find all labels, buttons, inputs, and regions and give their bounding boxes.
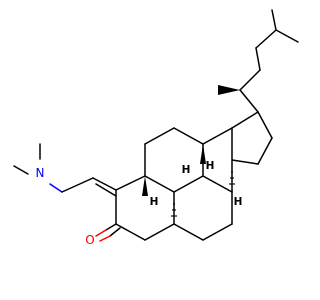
bond	[255, 47, 261, 71]
bond	[99, 235, 111, 242]
stereo-h-label: H	[206, 160, 215, 172]
bond	[115, 175, 146, 191]
skeletal-bonds	[13, 9, 299, 242]
wedge-bond	[142, 176, 148, 196]
stereo-h-label: H	[182, 164, 191, 176]
bond	[275, 29, 299, 43]
hash-bond	[171, 203, 177, 217]
stereo-h-label: H	[234, 196, 243, 208]
nitrogen-atom-label: N	[36, 166, 45, 180]
bond	[13, 165, 29, 175]
bond	[257, 111, 273, 139]
bond	[202, 127, 233, 145]
bond	[109, 227, 121, 237]
bond	[231, 111, 259, 129]
wedge-bond	[218, 85, 240, 95]
bond	[115, 223, 146, 241]
bond	[231, 159, 259, 165]
stereo-bonds	[142, 85, 240, 217]
hash-bond	[229, 171, 235, 185]
structure-diagram: N O H H H H	[13, 9, 299, 247]
bond	[173, 223, 204, 241]
bond	[239, 69, 261, 91]
bond	[92, 177, 117, 191]
bond	[144, 127, 175, 145]
bond	[144, 223, 175, 241]
bond	[105, 223, 117, 231]
bond	[173, 127, 204, 145]
bond	[257, 137, 273, 165]
bond	[144, 175, 175, 193]
bond	[239, 89, 259, 113]
oxygen-atom-label: O	[85, 233, 94, 247]
bond	[95, 229, 107, 237]
bond	[255, 29, 277, 49]
atom-labels: N O H H H H	[36, 160, 243, 247]
bond	[271, 9, 277, 31]
bond	[61, 177, 94, 193]
bond	[173, 175, 204, 193]
bond	[202, 223, 233, 241]
bond	[95, 183, 117, 197]
stereo-h-label: H	[150, 196, 159, 208]
wedge-bond	[200, 144, 206, 164]
bond	[202, 175, 233, 193]
bond	[49, 183, 63, 193]
